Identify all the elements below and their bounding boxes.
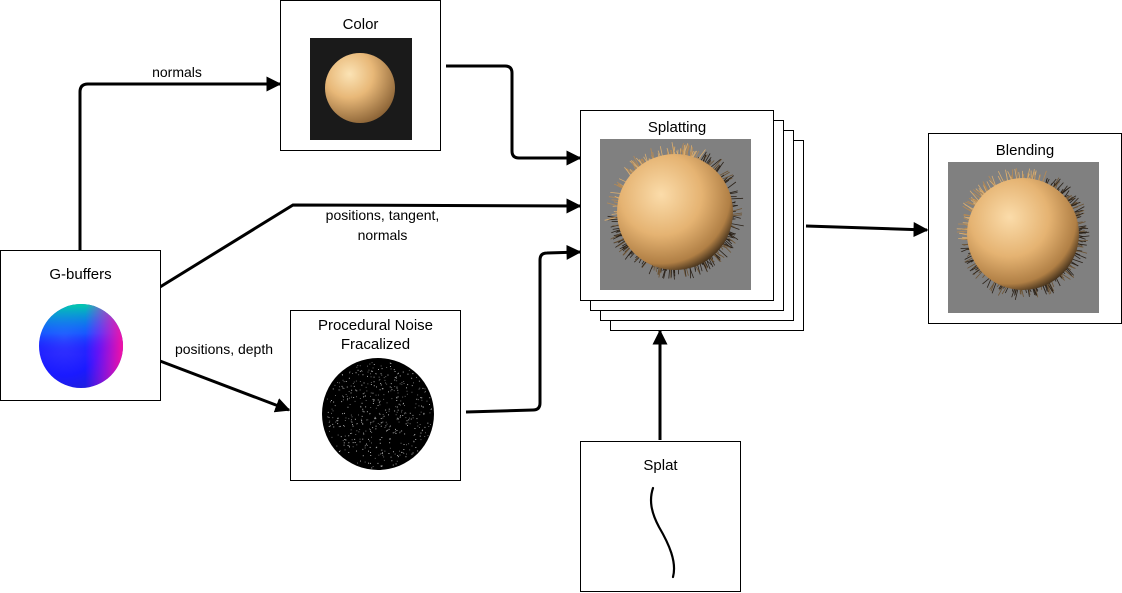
color-sphere-image [310, 38, 412, 140]
edge-gbuffers-to-splatting [159, 198, 582, 289]
node-color: Color [280, 0, 441, 151]
node-splat: Splat [580, 441, 741, 592]
node-blending-title: Blending [995, 142, 1055, 159]
splatting-fur-sphere-image [600, 139, 751, 290]
node-blending: Blending [928, 133, 1122, 324]
node-color-title: Color [342, 16, 379, 33]
edge-label-positions-tangent-normals: normals [357, 227, 408, 243]
edge-splatting-to-blending [805, 222, 929, 238]
edge-color-to-splatting [446, 64, 582, 166]
node-splat-title: Splat [643, 457, 678, 474]
edge-label-positions-tangent: positions, tangent, [325, 207, 440, 223]
blending-fur-sphere-image [948, 162, 1099, 313]
node-procedural-noise: Procedural Noise Fracalized [290, 310, 461, 481]
edge-gbuffers-to-noise [159, 359, 291, 413]
node-splatting-title: Splatting [647, 119, 707, 136]
splat-strand-image [649, 486, 676, 579]
edge-noise-to-splatting [465, 244, 582, 414]
edge-label-positions-depth: positions, depth [174, 341, 274, 357]
normal-map-sphere-image [39, 304, 123, 388]
node-gbuffers-title: G-buffers [49, 266, 112, 283]
node-splatting: Splatting [580, 110, 774, 301]
noise-sphere-image [322, 358, 434, 470]
edge-gbuffers-to-color [78, 76, 282, 250]
node-gbuffers: G-buffers [0, 250, 161, 401]
edge-label-normals: normals [152, 64, 202, 80]
node-noise-title: Procedural Noise Fracalized [317, 317, 434, 353]
